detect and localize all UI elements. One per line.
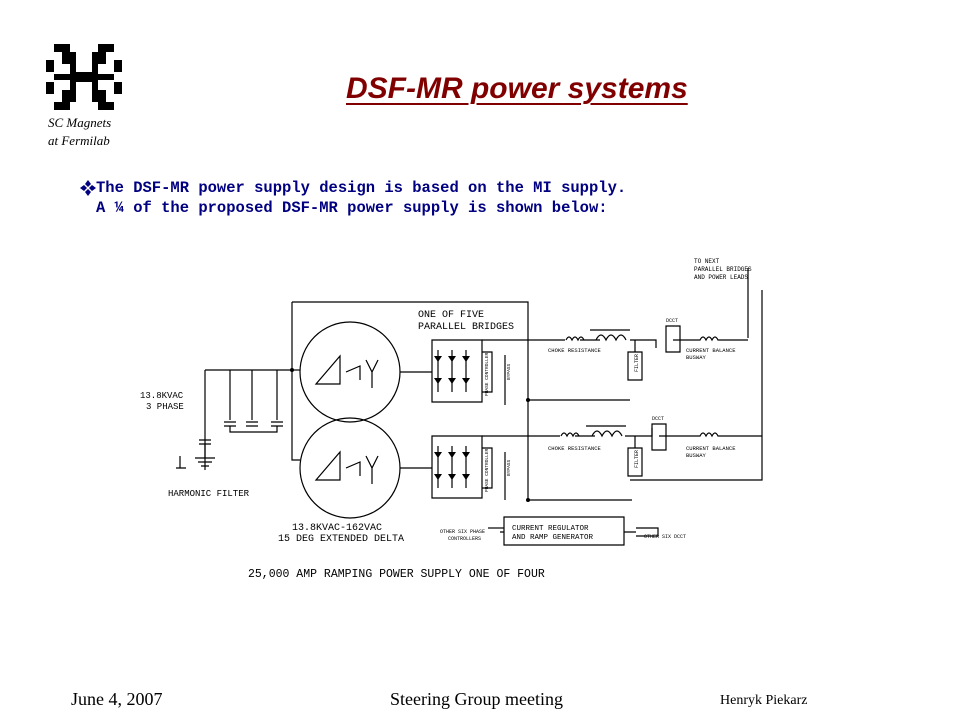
- label-busway-2: BUSWAY: [686, 452, 707, 459]
- label-input-kvac: 13.8KVAC: [140, 391, 184, 401]
- label-ramp-generator: AND RAMP GENERATOR: [512, 534, 594, 542]
- footer-date: June 4, 2007: [71, 689, 163, 709]
- label-one-of-five: ONE OF FIVE: [418, 310, 484, 321]
- label-dcct-1: DCCT: [666, 318, 678, 324]
- schematic-caption: 25,000 AMP RAMPING POWER SUPPLY ONE OF F…: [248, 568, 545, 581]
- footer-meeting: Steering Group meeting: [390, 689, 563, 709]
- label-current-regulator: CURRENT REGULATOR: [512, 525, 589, 533]
- label-other-dcct: OTHER SIX DCCT: [644, 534, 686, 540]
- label-bypass-2: BYPASS: [506, 459, 512, 476]
- footer-author: Henryk Piekarz: [720, 693, 808, 708]
- label-dcct-2: DCCT: [652, 416, 664, 422]
- lab-caption: SC Magnets at Fermilab: [48, 114, 138, 150]
- label-parallel-bridges: PARALLEL BRIDGES: [418, 322, 514, 333]
- label-choke-resistance-2: CHOKE RESISTANCE: [548, 445, 602, 452]
- lab-caption-line1: SC Magnets: [48, 115, 112, 130]
- fermilab-logo: [46, 44, 122, 110]
- label-current-balance-1: CURRENT BALANCE: [686, 347, 736, 354]
- label-other-phase-1: OTHER SIX PHASE: [440, 529, 485, 535]
- label-filter-2: FILTER: [634, 450, 640, 468]
- bullet-block: The DSF-MR power supply design is based …: [70, 178, 830, 218]
- label-phase-controller-1: PHASE CONTROLLER: [484, 352, 490, 396]
- label-other-phase-2: CONTROLLERS: [448, 536, 481, 542]
- label-bypass-1: BYPASS: [506, 363, 512, 380]
- label-input-phase: 3 PHASE: [146, 402, 184, 412]
- label-to-next-2: PARALLEL BRIDGES: [694, 266, 752, 273]
- label-transformer-rating: 13.8KVAC-162VAC: [292, 523, 382, 534]
- label-to-next-3: AND POWER LEADS: [694, 274, 748, 281]
- diamond-bullet-icon: [80, 180, 96, 196]
- label-current-balance-2: CURRENT BALANCE: [686, 445, 736, 452]
- lab-caption-line2: at Fermilab: [48, 133, 110, 148]
- bullet-text-line2: A ¼ of the proposed DSF-MR power supply …: [96, 199, 608, 217]
- label-transformer-type: 15 DEG EXTENDED DELTA: [278, 534, 404, 545]
- label-to-next-1: TO NEXT: [694, 258, 720, 265]
- label-harmonic-filter: HARMONIC FILTER: [168, 489, 250, 499]
- bullet-text-line1: The DSF-MR power supply design is based …: [96, 179, 627, 197]
- label-phase-controller-2: PHASE CONTROLLER: [484, 448, 490, 492]
- label-filter-1: FILTER: [634, 354, 640, 372]
- label-busway-1: BUSWAY: [686, 354, 707, 361]
- slide-title: DSF-MR power systems: [346, 72, 688, 105]
- label-choke-resistance-1: CHOKE RESISTANCE: [548, 347, 602, 354]
